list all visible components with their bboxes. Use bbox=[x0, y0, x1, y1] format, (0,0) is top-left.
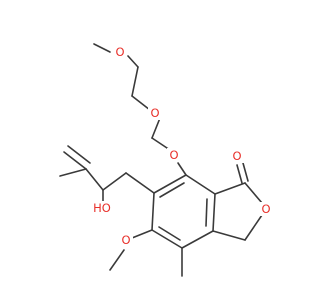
bond-co-double-a bbox=[236, 164, 243, 184]
bond-ring-c5-c6 bbox=[151, 192, 155, 231]
bonds bbox=[59, 43, 263, 277]
structure-canvas: O O O O O HO O bbox=[59, 43, 273, 277]
bond-c-c-ethyl bbox=[131, 66, 139, 97]
bond-c5-o-methoxy bbox=[131, 229, 153, 239]
oxygen-carbonyl: O bbox=[232, 149, 241, 163]
bond-o-top-c bbox=[127, 55, 139, 68]
bond-ring-inner-3 bbox=[159, 182, 185, 198]
bond-ch2-c3a bbox=[212, 230, 246, 241]
bond-o-mid-ch2 bbox=[151, 117, 161, 139]
oxygen-aryl-ether: O bbox=[169, 148, 178, 162]
oxygen-methoxy-aryl: O bbox=[121, 233, 130, 247]
bond-ring-inner-2 bbox=[158, 226, 181, 241]
bond-ring-c7a-c3a bbox=[212, 193, 216, 232]
bond-ch2-choh bbox=[102, 172, 127, 191]
bond-ring-c3a-c4 bbox=[181, 230, 214, 249]
bond-carbonyl-o-ring bbox=[244, 182, 263, 204]
oxygen-lactone-ring: O bbox=[261, 202, 270, 216]
bond-o-ring-ch2 bbox=[244, 214, 263, 241]
bond-alkene-double-b bbox=[67, 145, 91, 164]
oxygen-methoxy-top: O bbox=[115, 45, 124, 59]
bond-alkene-ch3 bbox=[59, 168, 87, 177]
bond-ring-inner-1 bbox=[205, 198, 208, 227]
bond-o-aryl-c7 bbox=[177, 162, 187, 176]
hydroxyl-group: HO bbox=[93, 201, 111, 215]
bond-o-methoxy-ch3 bbox=[109, 249, 125, 271]
bond-c-o-mid bbox=[131, 95, 151, 111]
bond-ring-c4-c5 bbox=[151, 229, 183, 249]
bond-co-double-b bbox=[242, 162, 249, 182]
oxygen-ether-mid: O bbox=[150, 106, 159, 120]
bond-c6-ch2 bbox=[125, 172, 155, 194]
molecule-drawing: O O O O O HO O bbox=[59, 43, 273, 277]
bond-ring-c6-c7 bbox=[153, 174, 187, 194]
atom-labels: O O O O O HO O bbox=[90, 45, 273, 247]
bond-choh-c-alkene bbox=[85, 168, 104, 191]
bond-alkene-double-a bbox=[63, 151, 87, 170]
bond-ch3-o-top bbox=[93, 43, 111, 53]
bond-ring-c7-c7a bbox=[185, 174, 216, 195]
bond-c7a-carbonyl bbox=[214, 182, 246, 195]
